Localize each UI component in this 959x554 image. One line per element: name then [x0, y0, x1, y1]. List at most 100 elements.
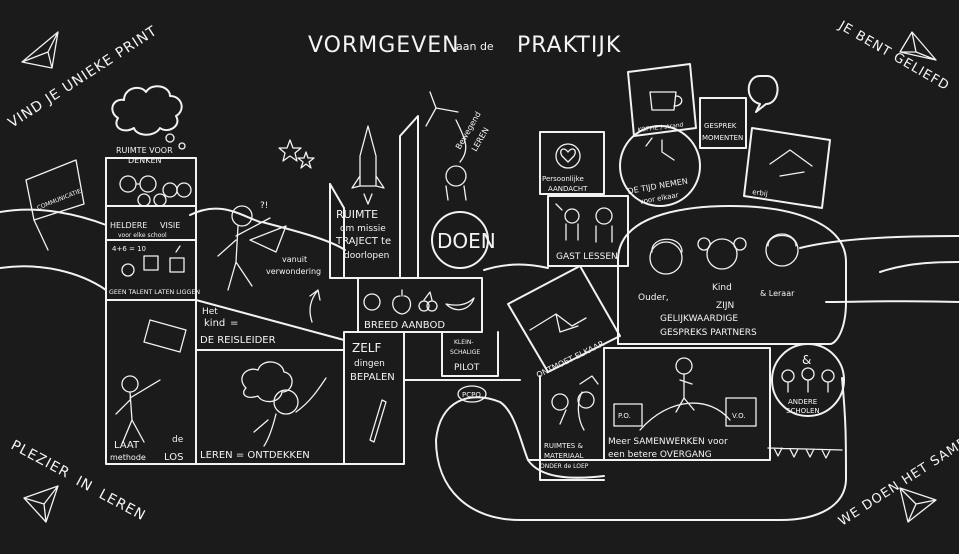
flag-icon	[25, 159, 85, 251]
teacher-face	[765, 233, 799, 267]
overgang-box	[603, 347, 771, 461]
guest-teacher-figures	[555, 203, 613, 243]
paper-plane-icon-top-right	[899, 31, 937, 61]
pcpo-logo	[457, 385, 487, 403]
label-ouder-3: & Leraar	[760, 289, 795, 298]
label-ouder-1: Ouder,	[638, 293, 669, 303]
label-ontmoet: ONTMOET ELKAAR	[535, 339, 606, 380]
label-ruimte-missie-4: doorlopen	[344, 251, 389, 261]
question-marks: ?!	[260, 201, 268, 211]
label-zelf-1: ZELF	[352, 341, 381, 355]
corner-bottom-left-1: PLEZIER	[8, 437, 72, 481]
label-andere-1: &	[802, 353, 811, 367]
handstand-child-figure	[425, 91, 467, 201]
label-het-kind-3: =	[230, 318, 238, 329]
label-doen: DOEN	[437, 229, 496, 253]
corner-bottom-left-2: IN	[73, 473, 95, 495]
title-small: aan de	[456, 40, 494, 53]
label-klein-2: SCHALIGE	[450, 349, 480, 356]
arrow-icon	[309, 289, 321, 323]
coffee-cup-icon	[649, 91, 683, 111]
label-het-kind-2: kind	[204, 318, 225, 329]
label-vo: V.O.	[732, 412, 746, 420]
bunting-decoration	[767, 447, 843, 459]
stars-icon	[278, 139, 315, 169]
label-ruimte-denken-1: RUIMTE VOOR	[116, 146, 173, 155]
corner-top-right: JE BENT GELIEFD	[835, 18, 952, 94]
label-vanuit-1: vanuit	[282, 255, 307, 264]
corner-bottom-left-3: LEREN	[96, 486, 148, 524]
paper-plane-icon-bottom-right	[899, 487, 937, 523]
toys-icon	[121, 245, 185, 277]
right-tower	[539, 131, 629, 267]
label-math: 4+6 = 10	[112, 245, 146, 253]
label-tijd-1: DE TIJD NEMEN	[627, 177, 689, 196]
child-face	[697, 237, 747, 270]
discovery-child-figure	[241, 361, 327, 447]
three-kids-figures	[781, 367, 835, 393]
label-gastlessen: GAST LESSEN	[556, 252, 618, 262]
handshake-icon	[529, 313, 587, 333]
label-reisleider: DE REISLEIDER	[200, 335, 276, 346]
andere-scholen-circle	[771, 343, 845, 417]
clock-circle	[619, 125, 701, 207]
title-main: VORMGEVEN	[308, 33, 460, 58]
left-tower	[105, 157, 197, 465]
label-zelf-3: BEPALEN	[350, 372, 395, 383]
pencil-icon	[369, 399, 387, 443]
label-ruimte-missie-2: om missie	[340, 224, 386, 234]
label-gesprek-1: GESPREK	[704, 122, 737, 130]
label-andere-3: SCHOLEN	[786, 407, 820, 415]
paper-plane-icon-bottom-left	[23, 485, 59, 523]
throwing-child-figure	[115, 375, 161, 445]
label-zelf-2: dingen	[354, 359, 385, 369]
label-ouder-2: Kind	[712, 283, 732, 293]
koffie-card	[627, 63, 697, 137]
label-persoonlijke-1: Persoonlijke	[542, 175, 584, 183]
erbij-card	[743, 127, 831, 209]
missie-tower	[329, 115, 419, 279]
label-andere-2: ANDERE	[788, 398, 817, 406]
label-persoonlijke-2: AANDACHT	[548, 185, 588, 193]
label-ruimte-missie-3: TRAJECT te	[335, 236, 391, 247]
label-laat-4: LOS	[164, 452, 183, 463]
explorer-child-figure	[217, 205, 287, 291]
label-het-kind-1: Het	[202, 307, 218, 317]
partners-dome	[617, 205, 847, 345]
label-laat-1: LAAT	[114, 440, 140, 451]
label-klein-1: KLEIN-	[454, 339, 474, 346]
schools-and-bridge	[613, 357, 757, 431]
label-heldere-visie-2: VISIE	[160, 221, 180, 230]
label-vanuit-2: verwondering	[266, 267, 321, 276]
label-leren: LEREN = ONTDEKKEN	[200, 450, 310, 461]
ruimtes-block	[539, 375, 605, 481]
label-po: P.O.	[618, 412, 631, 420]
label-communicatie: COMMUNICATIE	[36, 188, 82, 212]
breed-aanbod-block	[357, 277, 483, 333]
clock-hands-icon	[645, 137, 675, 161]
glasses-icon	[119, 175, 192, 207]
title: VORMGEVEN aan de PRAKTIJK	[308, 33, 620, 58]
zelf-block	[343, 331, 521, 465]
rocket-icon	[351, 125, 385, 205]
label-gelijk: GELIJKWAARDIGE	[660, 314, 738, 324]
doen-ball	[431, 211, 489, 269]
label-gesprek-2: MOMENTEN	[702, 134, 743, 142]
label-pcpo: PCPO	[462, 391, 481, 399]
label-ruimtes-3: ONDER de LOEP	[540, 463, 589, 470]
label-erbij: erbij	[752, 188, 769, 198]
landscape-lines	[0, 207, 959, 521]
label-gesprekspartners: GESPREKS PARTNERS	[660, 328, 757, 338]
speech-bubble-icon	[747, 75, 779, 113]
label-laat-2: de	[172, 435, 184, 445]
gesprek-card	[699, 97, 747, 149]
hands-together-icon	[769, 149, 813, 177]
label-breed: BREED AANBOD	[364, 320, 445, 331]
label-ruimtes-2: MATERIAAL	[544, 452, 584, 460]
label-samenwerken-2: een betere OVERGANG	[608, 450, 712, 460]
label-ruimte-denken-2: DENKEN	[128, 156, 162, 165]
corner-bottom-right: WE DOEN HET SAMEN	[836, 429, 959, 529]
label-samenwerken-1: Meer SAMENWERKEN voor	[608, 437, 728, 447]
